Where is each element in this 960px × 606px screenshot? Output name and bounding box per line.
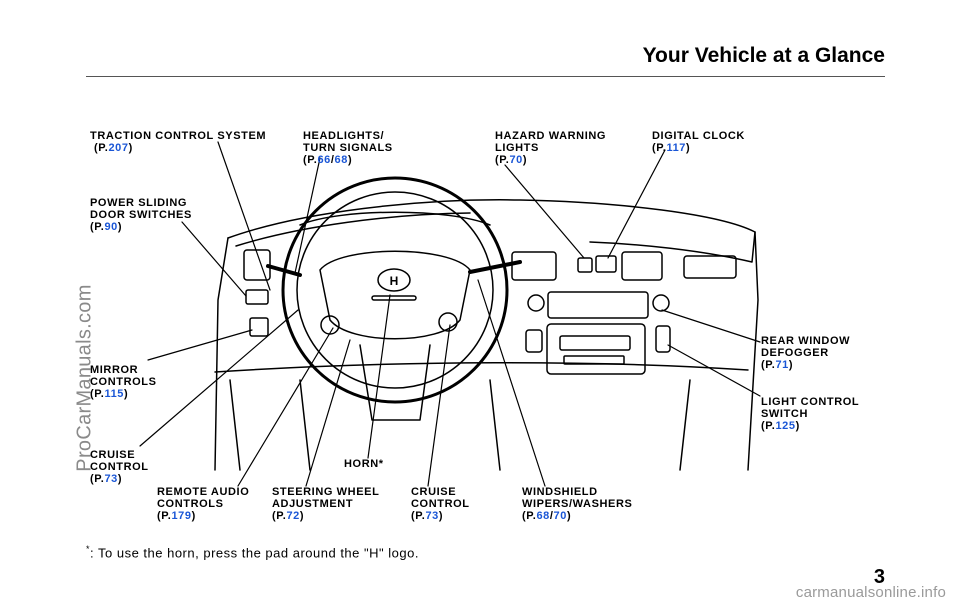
lower-left-panel <box>229 379 311 471</box>
cup-holder <box>525 329 543 353</box>
radio-panel <box>546 323 646 375</box>
page-link-70[interactable]: 70 <box>509 154 523 166</box>
center-vent-left <box>511 251 557 281</box>
page-link-66[interactable]: 66 <box>317 154 331 166</box>
lower-center-panel <box>489 379 691 471</box>
page-link-179[interactable]: 179 <box>171 510 192 522</box>
steering-column <box>359 344 431 421</box>
footer-watermark: carmanualsonline.info <box>795 584 946 601</box>
light-switch-knob <box>655 325 671 353</box>
page-link-207[interactable]: 207 <box>108 142 129 154</box>
audio-unit <box>547 291 649 319</box>
steering-wheel-outer <box>281 176 509 404</box>
wheel-hub <box>319 250 471 340</box>
leader-lines <box>139 141 761 487</box>
page-link-70-wipers[interactable]: 70 <box>553 510 567 522</box>
label-remote-audio: REMOTE AUDIO CONTROLS (P.179) <box>157 486 250 522</box>
label-traction-control: TRACTION CONTROL SYSTEM (P.207) <box>90 130 267 154</box>
label-sliding-door: POWER SLIDING DOOR SWITCHES (P.90) <box>90 197 192 233</box>
label-cruise-left: CRUISE CONTROL (P.73) <box>90 449 149 485</box>
page-number: 3 <box>873 566 885 588</box>
dash-top-inner <box>235 212 471 247</box>
footnote-text: : To use the horn, press the pad around … <box>90 545 419 561</box>
page-link-115[interactable]: 115 <box>104 388 124 400</box>
climate-knob <box>527 294 545 312</box>
right-vent <box>683 255 737 279</box>
label-light-switch: LIGHT CONTROL SWITCH (P.125) <box>761 396 860 432</box>
horn-logo: H <box>390 274 399 288</box>
door-switch <box>245 289 269 305</box>
page-link-117[interactable]: 117 <box>666 142 686 154</box>
label-steering-adjust: STEERING WHEEL ADJUSTMENT (P.72) <box>272 486 380 522</box>
steering-wheel-inner <box>296 191 494 389</box>
dash-right-outline <box>747 231 759 471</box>
horn-footnote: *: To use the horn, press the pad around… <box>86 544 419 560</box>
turn-signal-stalk <box>266 264 302 277</box>
page-title: Your Vehicle at a Glance <box>642 44 885 67</box>
cruise-button <box>438 312 458 332</box>
radio-display <box>559 335 631 351</box>
defogger-knob <box>652 294 670 312</box>
center-vent-right <box>621 251 663 281</box>
mirror-switch <box>249 317 269 337</box>
clock-display <box>595 255 617 273</box>
label-defogger: REAR WINDOW DEFOGGER (P.71) <box>761 335 851 371</box>
page-link-68-wipers[interactable]: 68 <box>536 510 550 522</box>
title-rule <box>86 76 885 77</box>
dash-left-outline <box>214 237 229 471</box>
page-link-73[interactable]: 73 <box>104 473 118 485</box>
gauge-cluster <box>299 211 491 226</box>
dash-top-outline <box>227 199 756 263</box>
page-link-90[interactable]: 90 <box>104 221 118 233</box>
label-headlights: HEADLIGHTS/ TURN SIGNALS (P.66/68) <box>303 130 393 166</box>
dash-lower-edge <box>214 361 749 373</box>
label-cruise-mid: CRUISE CONTROL (P.73) <box>411 486 470 522</box>
page-link-71[interactable]: 71 <box>775 359 789 371</box>
hub-slot <box>371 295 417 301</box>
label-hazard: HAZARD WARNING LIGHTS (P.70) <box>495 130 607 166</box>
horn-logo-badge <box>377 268 411 292</box>
page-link-73-mid[interactable]: 73 <box>425 510 439 522</box>
hazard-button <box>577 257 593 273</box>
cassette-slot <box>563 355 625 365</box>
label-mirror: MIRROR CONTROLS (P.115) <box>90 364 157 400</box>
page-link-125[interactable]: 125 <box>775 420 796 432</box>
footnote-mark: * <box>86 544 91 554</box>
page-link-68[interactable]: 68 <box>334 154 348 166</box>
label-wipers: WINDSHIELD WIPERS/WASHERS (P.68/70) <box>522 486 633 522</box>
label-clock: DIGITAL CLOCK (P.117) <box>652 130 745 154</box>
page-link-72[interactable]: 72 <box>286 510 300 522</box>
label-horn: HORN* <box>344 458 384 470</box>
